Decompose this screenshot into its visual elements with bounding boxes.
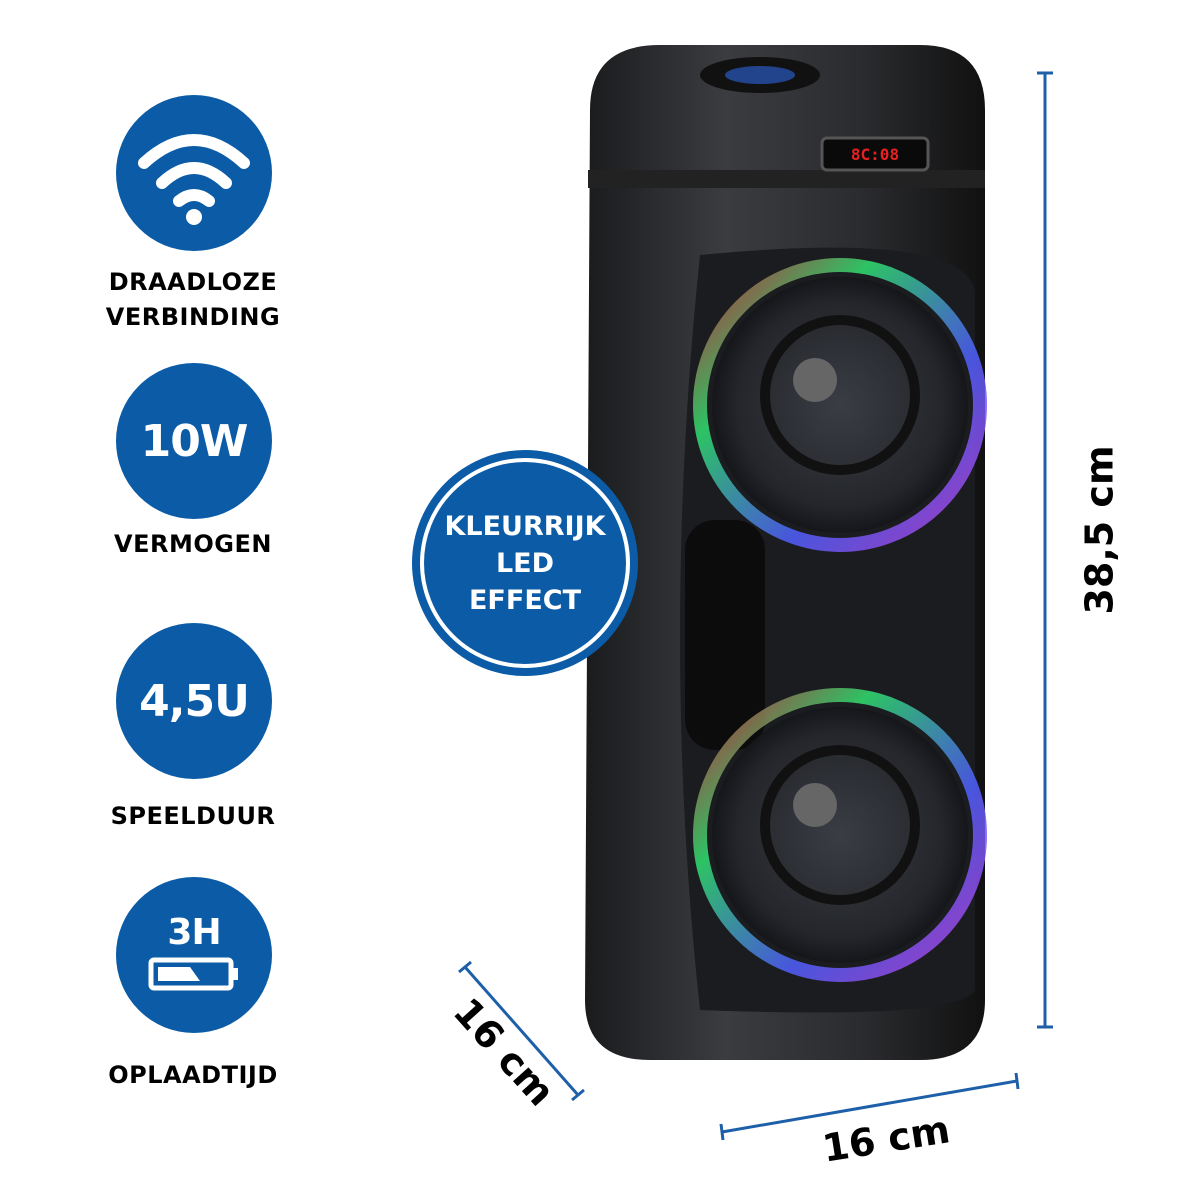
speaker-display [820, 136, 930, 172]
playtime-label: SPEELDUUR [110, 802, 276, 830]
power-feature-circle: 10W [116, 363, 272, 519]
badge-line: LED [495, 547, 555, 579]
playtime-value: 4,5U [139, 675, 250, 727]
badge-line: EFFECT [468, 584, 581, 616]
lower-woofer [712, 707, 968, 963]
led-effect-badge: KLEURRIJK LED EFFECT [412, 450, 638, 676]
badge-line: KLEURRIJK [444, 510, 606, 542]
playtime-feature-circle: 4,5U [116, 623, 272, 779]
upper-woofer [712, 277, 968, 533]
display-readout: 8C:08 [851, 145, 899, 164]
power-value: 10W [140, 415, 249, 467]
upper-woofer-led-ring [693, 258, 987, 552]
power-label: VERMOGEN [114, 530, 272, 558]
height-dimension-label: 38,5 cm [1077, 445, 1122, 615]
wifi-feature-circle [116, 95, 272, 251]
lower-woofer-led-ring [693, 688, 987, 982]
wifi-icon [138, 134, 250, 225]
battery-icon [148, 957, 238, 991]
charge-feature-circle: 3H [116, 877, 272, 1033]
charge-value: 3H [167, 912, 221, 953]
dimension-lines [458, 71, 1053, 1141]
charge-label: OPLAADTIJD [108, 1061, 278, 1089]
